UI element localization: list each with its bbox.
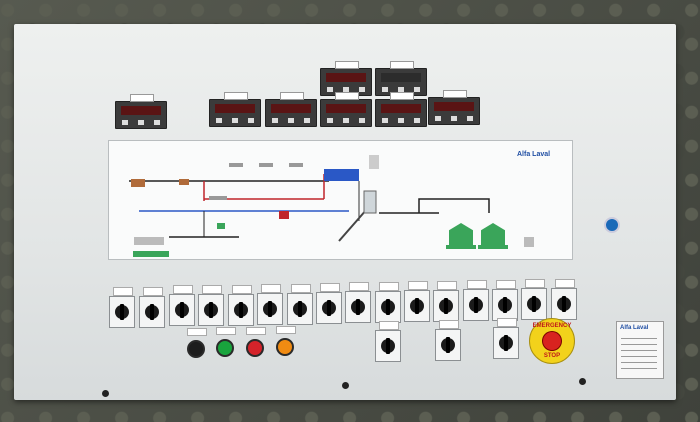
rotary-selector-switch[interactable] (463, 280, 489, 321)
nameplate-brand: Alfa Laval (620, 325, 649, 331)
screw (579, 378, 586, 385)
digital-meter (428, 90, 480, 125)
digital-meter (320, 92, 372, 127)
blue-indicator-button[interactable] (604, 217, 620, 233)
rotary-selector-switch[interactable] (109, 287, 135, 328)
digital-meter (115, 94, 167, 129)
rotary-selector-switch[interactable] (345, 282, 371, 323)
rotary-selector-switch[interactable] (433, 281, 459, 322)
red-indicator-lamp[interactable] (246, 327, 266, 357)
digital-meter (265, 92, 317, 127)
mimic-brand-label: Alfa Laval (517, 151, 551, 158)
rotary-selector-switch[interactable] (375, 282, 401, 323)
orange-indicator-lamp[interactable] (276, 326, 296, 356)
screw (102, 390, 109, 397)
rotary-selector-switch[interactable] (551, 279, 577, 320)
rotary-selector-switch[interactable] (287, 284, 313, 325)
rotary-selector-switch[interactable] (316, 283, 342, 324)
black-pushbutton[interactable] (187, 328, 207, 358)
rotary-selector-switch[interactable] (435, 320, 461, 361)
alfa-laval-nameplate: Alfa Laval (616, 321, 664, 379)
screw (342, 382, 349, 389)
emergency-stop-button[interactable]: EMERGENCY STOP (529, 318, 575, 364)
process-mimic-panel: Alfa Laval (108, 140, 573, 260)
estop-label-bottom: STOP (543, 353, 561, 359)
rotary-selector-switch[interactable] (257, 284, 283, 325)
tank-label (446, 245, 476, 249)
rotary-selector-switch[interactable] (169, 285, 195, 326)
rotary-selector-switch[interactable] (139, 287, 165, 328)
process-flow-lines (129, 155, 534, 257)
rotary-selector-switch[interactable] (521, 279, 547, 320)
green-indicator-lamp[interactable] (216, 327, 236, 357)
rotary-selector-switch[interactable] (492, 280, 518, 321)
estop-red-mushroom[interactable] (543, 332, 561, 350)
rotary-selector-switch[interactable] (228, 285, 254, 326)
rotary-selector-switch[interactable] (404, 281, 430, 322)
estop-label-top: EMERGENCY (532, 323, 572, 329)
rotary-selector-switch[interactable] (375, 321, 401, 362)
tank-label (478, 245, 508, 249)
digital-meter (375, 92, 427, 127)
digital-meter (320, 61, 372, 96)
digital-meter (209, 92, 261, 127)
rotary-selector-switch[interactable] (493, 318, 519, 359)
rotary-selector-switch[interactable] (198, 285, 224, 326)
